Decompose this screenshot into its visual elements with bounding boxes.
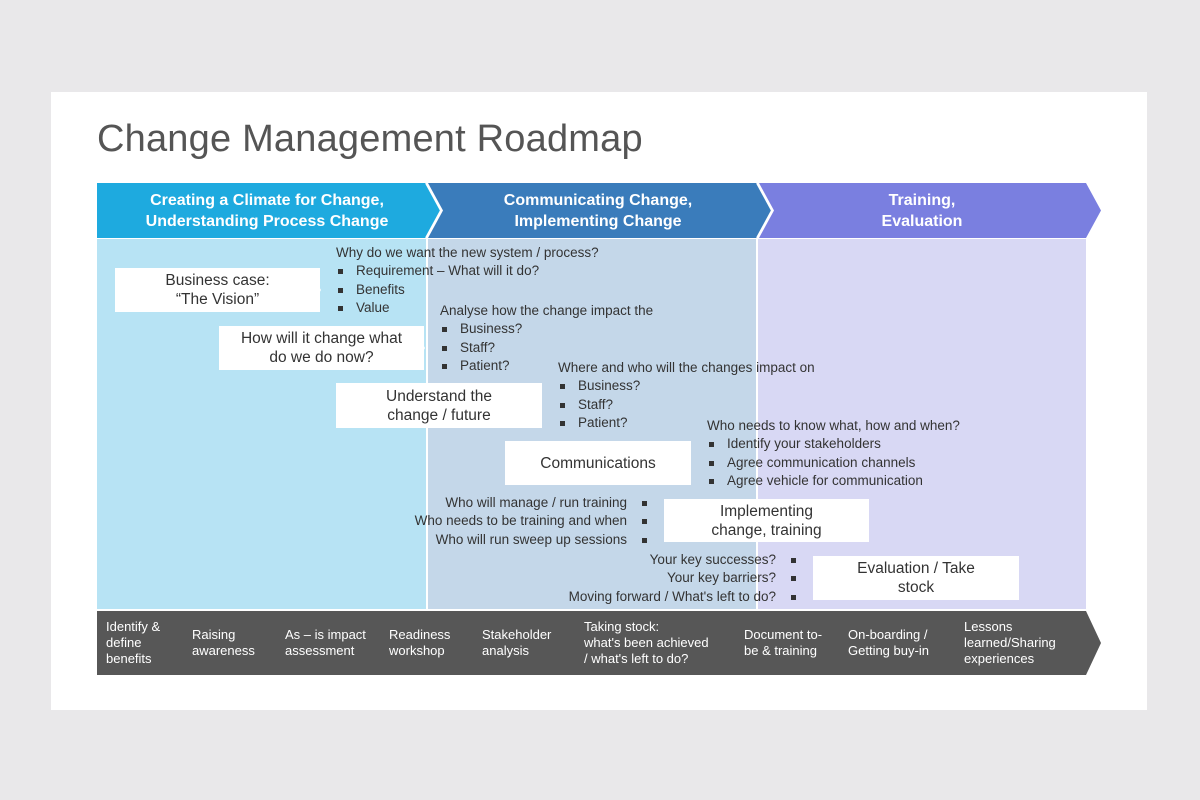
bullet-item: Your key successes? — [569, 551, 798, 569]
phase-3-column — [758, 239, 1086, 609]
phase-3-chevron — [759, 183, 1101, 238]
step-box-communications: Communications — [505, 441, 691, 485]
bullet-item: Agree communication channels — [707, 454, 960, 472]
step-2-heading: Analyse how the change impact the — [440, 303, 654, 318]
bullet-item: Staff? — [440, 339, 653, 357]
phase-2-title: Communicating Change,Implementing Change — [503, 192, 693, 230]
phase-2-chevron — [428, 183, 772, 238]
step-box-business-case: Business case:“The Vision” — [115, 268, 320, 312]
step-3-details: Where and who will the changes impact on… — [558, 359, 815, 432]
step-4-heading: Who needs to know what, how and when? — [707, 418, 960, 433]
step-2-details: Analyse how the change impact the Busine… — [440, 302, 653, 375]
bullet-item: Patient? — [558, 414, 815, 432]
bottom-step-6: Taking stock:what's been achieved/ what'… — [584, 619, 709, 666]
bottom-step-7: Document to-be & training — [744, 627, 823, 658]
bottom-step-8: On-boarding /Getting buy-in — [848, 627, 929, 658]
phase-1-chevron — [97, 183, 441, 238]
bullet-item: Value — [336, 299, 599, 317]
bullet-item: Who needs to be training and when — [415, 512, 649, 530]
bullet-item: Moving forward / What's left to do? — [569, 588, 798, 606]
page-title: Change Management Roadmap — [97, 118, 643, 160]
step-1-heading: Why do we want the new system / process? — [336, 245, 599, 260]
bullet-item: Patient? — [440, 357, 653, 375]
bullet-item: Agree vehicle for communication — [707, 472, 960, 490]
bullet-item: Who will manage / run training — [415, 494, 649, 512]
bullet-item: Requirement – What will it do? — [336, 262, 599, 280]
step-4-details: Who needs to know what, how and when? Id… — [707, 417, 960, 490]
phase-3-title: Training,Evaluation — [881, 192, 963, 230]
step-1-details: Why do we want the new system / process?… — [336, 244, 599, 317]
bullet-item: Who will run sweep up sessions — [415, 531, 649, 549]
step-5-details: Who will manage / run training Who needs… — [415, 494, 649, 549]
bullet-item: Business? — [558, 377, 815, 395]
bullet-item: Staff? — [558, 396, 815, 414]
bullet-item: Benefits — [336, 281, 599, 299]
bullet-item: Business? — [440, 320, 653, 338]
step-6-details: Your key successes? Your key barriers? M… — [569, 551, 798, 606]
bottom-bar — [97, 611, 1101, 675]
bullet-item: Your key barriers? — [569, 569, 798, 587]
bullet-item: Identify your stakeholders — [707, 435, 960, 453]
phase-1-title: Creating a Climate for Change,Understand… — [145, 192, 389, 230]
step-3-heading: Where and who will the changes impact on — [558, 360, 815, 375]
